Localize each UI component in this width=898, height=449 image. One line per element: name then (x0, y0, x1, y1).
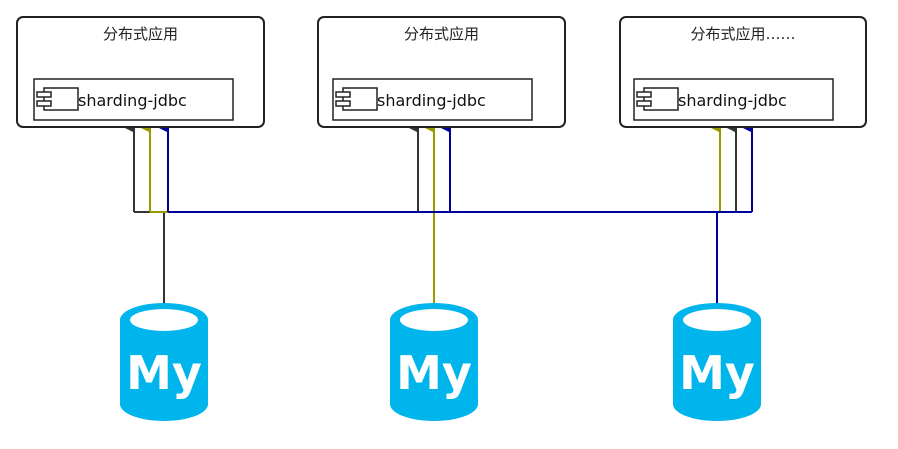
app-title: 分布式应用…… (690, 25, 795, 43)
mysql-database-icon (120, 303, 208, 421)
component-icon (636, 87, 679, 111)
sharding-jdbc-component: sharding-jdbc (33, 78, 234, 121)
connection-db2 (141, 123, 721, 303)
app-box-3: 分布式应用…… sharding-jdbc (619, 16, 867, 128)
mysql-database-icon (390, 303, 478, 421)
component-icon (36, 87, 79, 111)
mysql-database-1: My (120, 303, 208, 421)
mysql-database-icon (673, 303, 761, 421)
db-label: My (126, 346, 202, 400)
app-box-1: 分布式应用 sharding-jdbc (16, 16, 265, 128)
sharding-jdbc-component: sharding-jdbc (332, 78, 533, 121)
db-label: My (679, 346, 755, 400)
component-label: sharding-jdbc (78, 91, 187, 110)
component-label: sharding-jdbc (678, 91, 787, 110)
app-title: 分布式应用 (404, 25, 479, 43)
mysql-database-3: My (673, 303, 761, 421)
connection-db3 (159, 123, 753, 303)
connector-db1-trunk (134, 211, 165, 305)
app-title: 分布式应用 (103, 25, 178, 43)
sharding-jdbc-component: sharding-jdbc (633, 78, 834, 121)
component-icon (335, 87, 378, 111)
db-label: My (396, 346, 472, 400)
component-label: sharding-jdbc (377, 91, 486, 110)
mysql-database-2: My (390, 303, 478, 421)
app-box-2: 分布式应用 sharding-jdbc (317, 16, 566, 128)
